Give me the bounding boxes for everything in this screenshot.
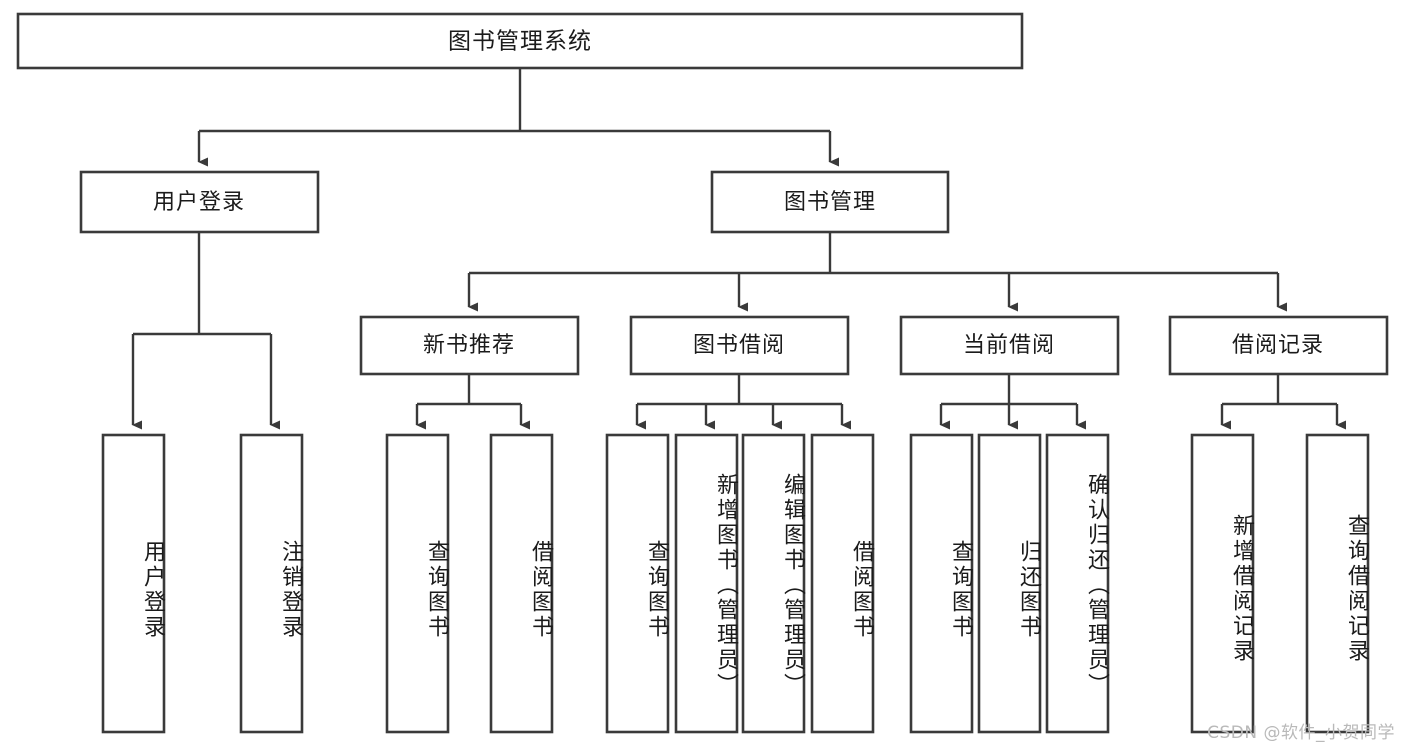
node-borrow-record[interactable]: 借阅记录	[1168, 315, 1389, 376]
leaf-box-query-book-3[interactable]	[909, 433, 974, 734]
node-new-book-rec-box[interactable]	[359, 315, 580, 376]
node-user-login-box[interactable]	[79, 170, 320, 234]
node-current-borrow[interactable]: 当前借阅	[899, 315, 1120, 376]
node-book-borrow[interactable]: 图书借阅	[629, 315, 850, 376]
node-current-borrow-label: 当前借阅	[963, 333, 1055, 358]
leaf-box-add-book[interactable]	[674, 433, 739, 734]
leaf-box-add-record[interactable]	[1190, 433, 1255, 734]
leaf-box-edit-book[interactable]	[741, 433, 806, 734]
node-borrow-record-label: 借阅记录	[1232, 333, 1324, 358]
node-book-manage-label: 图书管理	[784, 190, 876, 215]
connectors	[131, 68, 1346, 430]
node-root[interactable]: 图书管理系统	[16, 12, 1024, 70]
node-root-box[interactable]	[16, 12, 1024, 70]
csdn-watermark: CSDN @软件_小贺同学	[1207, 723, 1395, 743]
leaf-box-borrow-book-2[interactable]	[810, 433, 875, 734]
node-current-borrow-box[interactable]	[899, 315, 1120, 376]
leaf-box-borrow-book-1[interactable]	[489, 433, 554, 734]
leaf-boxes[interactable]	[101, 433, 1370, 734]
leaf-box-query-book-1[interactable]	[385, 433, 450, 734]
leaf-box-user-login[interactable]	[101, 433, 166, 734]
node-book-manage[interactable]: 图书管理	[710, 170, 950, 234]
leaf-box-query-book-2[interactable]	[605, 433, 670, 734]
node-new-book-rec[interactable]: 新书推荐	[359, 315, 580, 376]
node-book-borrow-label: 图书借阅	[693, 333, 785, 358]
node-root-label: 图书管理系统	[448, 29, 592, 55]
node-new-book-rec-label: 新书推荐	[423, 333, 515, 358]
leaf-box-logout[interactable]	[239, 433, 304, 734]
leaf-box-query-record[interactable]	[1305, 433, 1370, 734]
node-book-manage-box[interactable]	[710, 170, 950, 234]
node-user-login[interactable]: 用户登录	[79, 170, 320, 234]
node-borrow-record-box[interactable]	[1168, 315, 1389, 376]
node-book-borrow-box[interactable]	[629, 315, 850, 376]
leaf-box-return-book[interactable]	[977, 433, 1042, 734]
node-user-login-label: 用户登录	[153, 190, 245, 215]
leaf-box-confirm-return[interactable]	[1045, 433, 1110, 734]
